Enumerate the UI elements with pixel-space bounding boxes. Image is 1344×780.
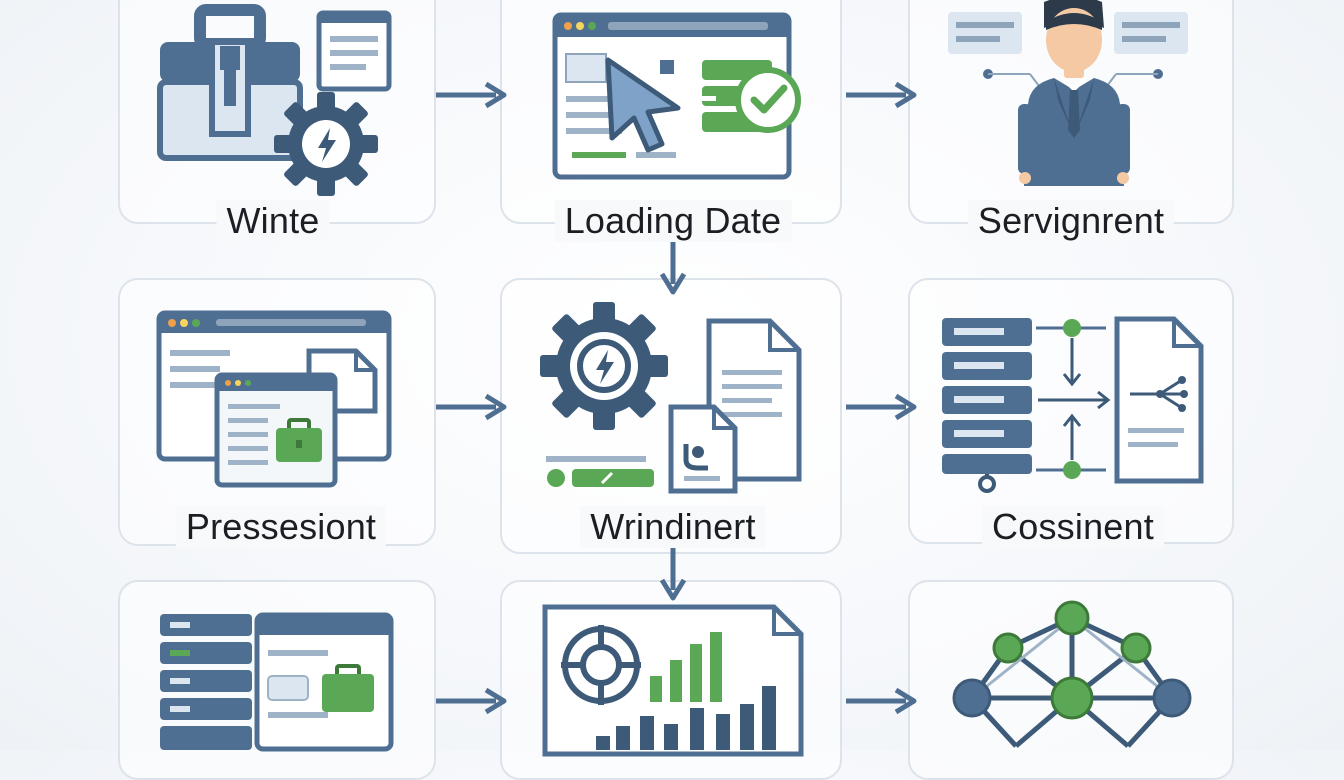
flow-arrow-down: [659, 548, 687, 601]
step-label-winte: Winte: [216, 200, 330, 242]
bar-chart-icon: [596, 632, 776, 750]
step-label-loading-date: Loading Date: [554, 200, 792, 242]
document-icon: [668, 404, 738, 494]
network-graph-icon: [952, 600, 1192, 748]
target-icon: [561, 625, 641, 705]
server-icon: [942, 318, 1032, 493]
flow-arrow-right: [436, 81, 507, 109]
speech-panel-icon: [1114, 12, 1188, 54]
speech-panel-icon: [948, 12, 1022, 54]
step-label-cossinent: Cossinent: [982, 506, 1164, 548]
briefcase-icon: [276, 418, 322, 462]
network-branch-icon: [1130, 376, 1188, 412]
gear-icon: [540, 302, 668, 430]
briefcase-icon: [322, 664, 374, 712]
database-check-icon: [696, 60, 801, 133]
toolbox-icon: [157, 4, 303, 161]
progress-bar-icon: [546, 456, 654, 487]
flow-connector-icon: [1036, 319, 1111, 479]
flow-arrow-right: [846, 81, 917, 109]
server-icon: [160, 614, 252, 750]
step-label-servignrent: Servignrent: [967, 200, 1175, 242]
flow-arrow-right: [436, 393, 507, 421]
cursor-icon: [605, 57, 681, 153]
step-label-pressesiont: Pressesiont: [175, 506, 387, 548]
flow-arrow-right: [846, 393, 917, 421]
flow-arrow-right: [436, 687, 507, 715]
step-label-wrindinert: Wrindinert: [580, 506, 766, 548]
businessman-icon: [1018, 0, 1130, 186]
document-icon: [316, 10, 392, 92]
document-icon: [1114, 316, 1204, 484]
flow-arrow-right: [846, 687, 917, 715]
flow-arrow-down: [659, 242, 687, 295]
gear-icon: [274, 92, 378, 196]
